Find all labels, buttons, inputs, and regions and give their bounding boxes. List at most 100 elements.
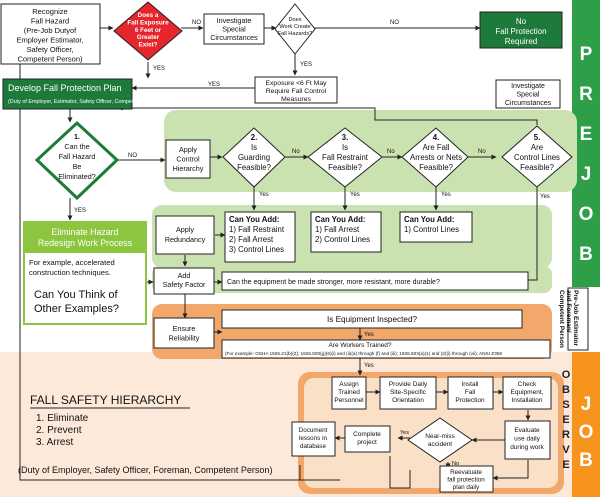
investigate-special-box-right xyxy=(495,79,561,109)
apply-redundancy-box xyxy=(155,215,215,255)
flow-label: Yes xyxy=(540,194,550,200)
fall-safety-hierarchy-title: FALL SAFETY HIERARCHY xyxy=(30,393,181,407)
can-you-add-box-3 xyxy=(399,211,473,243)
develop-plan-box xyxy=(2,78,133,110)
flow-label: Yes xyxy=(350,192,360,198)
reevaluate-plan-box xyxy=(439,465,494,493)
can-you-add-text-3: Can You Add:1) Control Lines xyxy=(404,215,459,234)
flow-label: Yes xyxy=(441,192,451,198)
develop-plan-duties: (Duty of Employer, Estimator, Safety Off… xyxy=(8,99,161,105)
side-band-letter: O xyxy=(579,204,594,225)
flow-label: No xyxy=(387,149,395,155)
decision-control-lines xyxy=(501,125,573,188)
develop-plan-title: Develop Fall Protection Plan xyxy=(8,83,122,93)
apply-control-hierarchy-box xyxy=(165,139,211,179)
side-band-letter: V xyxy=(562,444,570,456)
exposure-less-6ft-box xyxy=(254,76,338,104)
decision-fall-restraint xyxy=(307,127,383,188)
flow-label: Yes xyxy=(364,332,374,338)
side-band-letter: O xyxy=(579,422,594,443)
document-lessons-box xyxy=(291,421,336,457)
side-band-letter: B xyxy=(562,384,570,396)
pre-job-estimator-text: Pre-Job Estimatorand Foreman/Competent P… xyxy=(558,290,579,348)
flow-label: No xyxy=(478,149,486,155)
flow-label: No xyxy=(452,461,459,467)
workers-trained-text: Are Workers Trained? xyxy=(328,342,391,349)
add-safety-factor-box xyxy=(153,267,215,295)
side-band-letter: J xyxy=(581,394,592,415)
pre-job-estimator-box xyxy=(567,287,589,351)
flow-label: Yes xyxy=(400,430,409,436)
flow-label: Yes xyxy=(364,363,374,369)
flow-label: YES xyxy=(300,62,312,68)
side-band-letter: E xyxy=(580,124,593,145)
workers-trained-box xyxy=(221,339,551,359)
equipment-stronger-text: Can the equipment be made stronger, more… xyxy=(227,279,440,286)
workers-trained-examples: (For example: OSHA 1926.21(b)(2); 1926.5… xyxy=(225,351,502,356)
bottom-duties-note: (Duty of Employer, Safety Officer, Forem… xyxy=(18,465,272,475)
side-band-letter: R xyxy=(562,429,570,441)
decision-guarding xyxy=(222,127,286,188)
side-band-letter: R xyxy=(579,84,593,105)
flow-label: NO xyxy=(390,20,399,26)
side-band-letter: B xyxy=(579,244,593,265)
side-band-letter: S xyxy=(562,399,569,411)
flow-label: YES xyxy=(153,66,165,72)
equipment-inspected-box xyxy=(221,309,523,329)
evaluate-use-box xyxy=(504,420,551,460)
ensure-reliability-box xyxy=(153,317,215,349)
check-equipment-box xyxy=(502,376,552,410)
side-band-letter: J xyxy=(581,164,592,185)
near-miss-decision xyxy=(407,417,473,463)
side-band-letter: P xyxy=(580,44,593,65)
side-band-letter: E xyxy=(562,459,569,471)
side-band-letter: O xyxy=(562,369,571,381)
side-band-letter: B xyxy=(579,450,593,471)
flow-label: YES xyxy=(208,82,220,88)
investigate-special-box-top xyxy=(203,13,265,45)
site-orientation-box xyxy=(379,376,437,410)
flow-label: YES xyxy=(74,208,86,214)
decision-eliminate xyxy=(34,120,120,201)
no-fall-protection-box xyxy=(479,11,563,49)
flow-label: NO xyxy=(128,153,137,159)
flow-label: NO xyxy=(192,20,201,26)
complete-project-box xyxy=(344,425,391,453)
equipment-stronger-box xyxy=(221,271,529,291)
recognize-fall-hazard-box xyxy=(0,3,101,65)
flow-label: No xyxy=(292,149,300,155)
equipment-inspected-text: Is Equipment Inspected? xyxy=(327,315,418,324)
